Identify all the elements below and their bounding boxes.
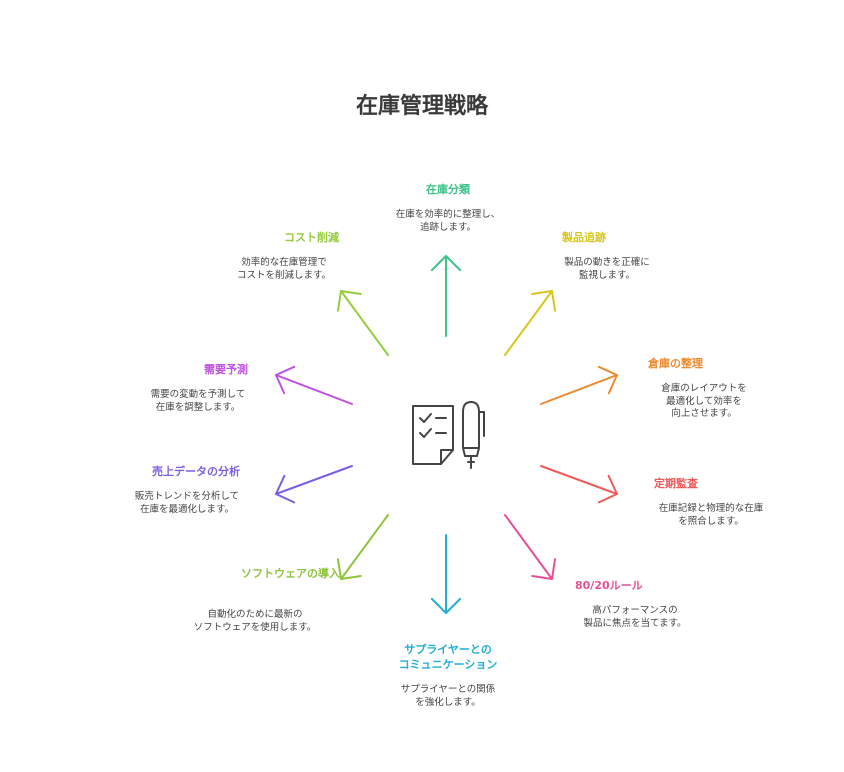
node-title: 売上データの分析 <box>152 465 240 478</box>
node-title: 80/20ルール <box>575 579 643 592</box>
node-n3: 倉庫の整理 倉庫のレイアウトを 最適化して効率を 向上させます。 <box>628 356 780 421</box>
node-title: コスト削減 <box>284 231 339 244</box>
page-title: 在庫管理戦略 <box>355 94 488 119</box>
node-n5: 80/20ルール 高パフォーマンスの 製品に焦点を当てます。 <box>560 578 710 630</box>
node-description: 自動化のために最新の ソフトウェアを使用します。 <box>193 609 317 633</box>
node-n8: 売上データの分析 販売トレンドを分析して 在庫を最適化します。 <box>112 464 262 516</box>
node-title: 定期監査 <box>654 477 698 490</box>
node-description: 効率的な在庫管理で コストを削減します。 <box>236 257 332 281</box>
node-title: サプライヤーとの コミュニケーション <box>398 643 498 671</box>
node-description: 製品の動きを正確に 監視します。 <box>564 257 650 281</box>
arrow-n9 <box>275 365 353 405</box>
arrow-n7 <box>336 514 389 580</box>
node-description: 在庫記録と物理的な在庫 を照合します。 <box>658 503 764 527</box>
node-title: ソフトウェアの導入 <box>241 567 340 580</box>
node-description: サプライヤーとの関係 を強化します。 <box>400 684 496 708</box>
node-n4: 定期監査 在庫記録と物理的な在庫 を照合します。 <box>636 476 786 528</box>
arrow-n3 <box>540 365 618 405</box>
checklist-and-pen-icon <box>412 401 485 469</box>
arrow-n4 <box>540 465 618 504</box>
node-n9: 需要予測 需要の変動を予測して 在庫を調整します。 <box>128 362 268 414</box>
node-n10: コスト削減 効率的な在庫管理で コストを削減します。 <box>214 230 354 282</box>
node-title: 倉庫の整理 <box>648 357 703 370</box>
node-n1: 在庫分類 在庫を効率的に整理し、 追跡します。 <box>368 182 528 234</box>
node-description: 販売トレンドを分析して 在庫を最適化します。 <box>134 491 240 515</box>
node-description: 倉庫のレイアウトを 最適化して効率を 向上させます。 <box>661 383 747 419</box>
node-n6: サプライヤーとの コミュニケーション サプライヤーとの関係 を強化します。 <box>368 642 528 709</box>
node-n2: 製品追跡 製品の動きを正確に 監視します。 <box>537 230 677 282</box>
node-description: 需要の変動を予測して 在庫を調整します。 <box>150 389 246 413</box>
arrow-n5 <box>504 514 557 580</box>
arrow-n1 <box>430 255 462 337</box>
node-title: 在庫分類 <box>426 183 470 196</box>
node-title: 需要予測 <box>204 363 248 376</box>
node-description: 在庫を効率的に整理し、 追跡します。 <box>395 209 501 233</box>
node-description: 高パフォーマンスの 製品に焦点を当てます。 <box>583 605 687 629</box>
arrow-n6 <box>430 534 462 614</box>
node-n7: ソフトウェアの導入 自動化のために最新の ソフトウェアを使用します。 <box>170 566 340 634</box>
node-title: 製品追跡 <box>562 231 606 244</box>
arrow-n2 <box>504 290 557 356</box>
arrow-n8 <box>275 465 353 504</box>
arrow-n10 <box>336 290 389 356</box>
